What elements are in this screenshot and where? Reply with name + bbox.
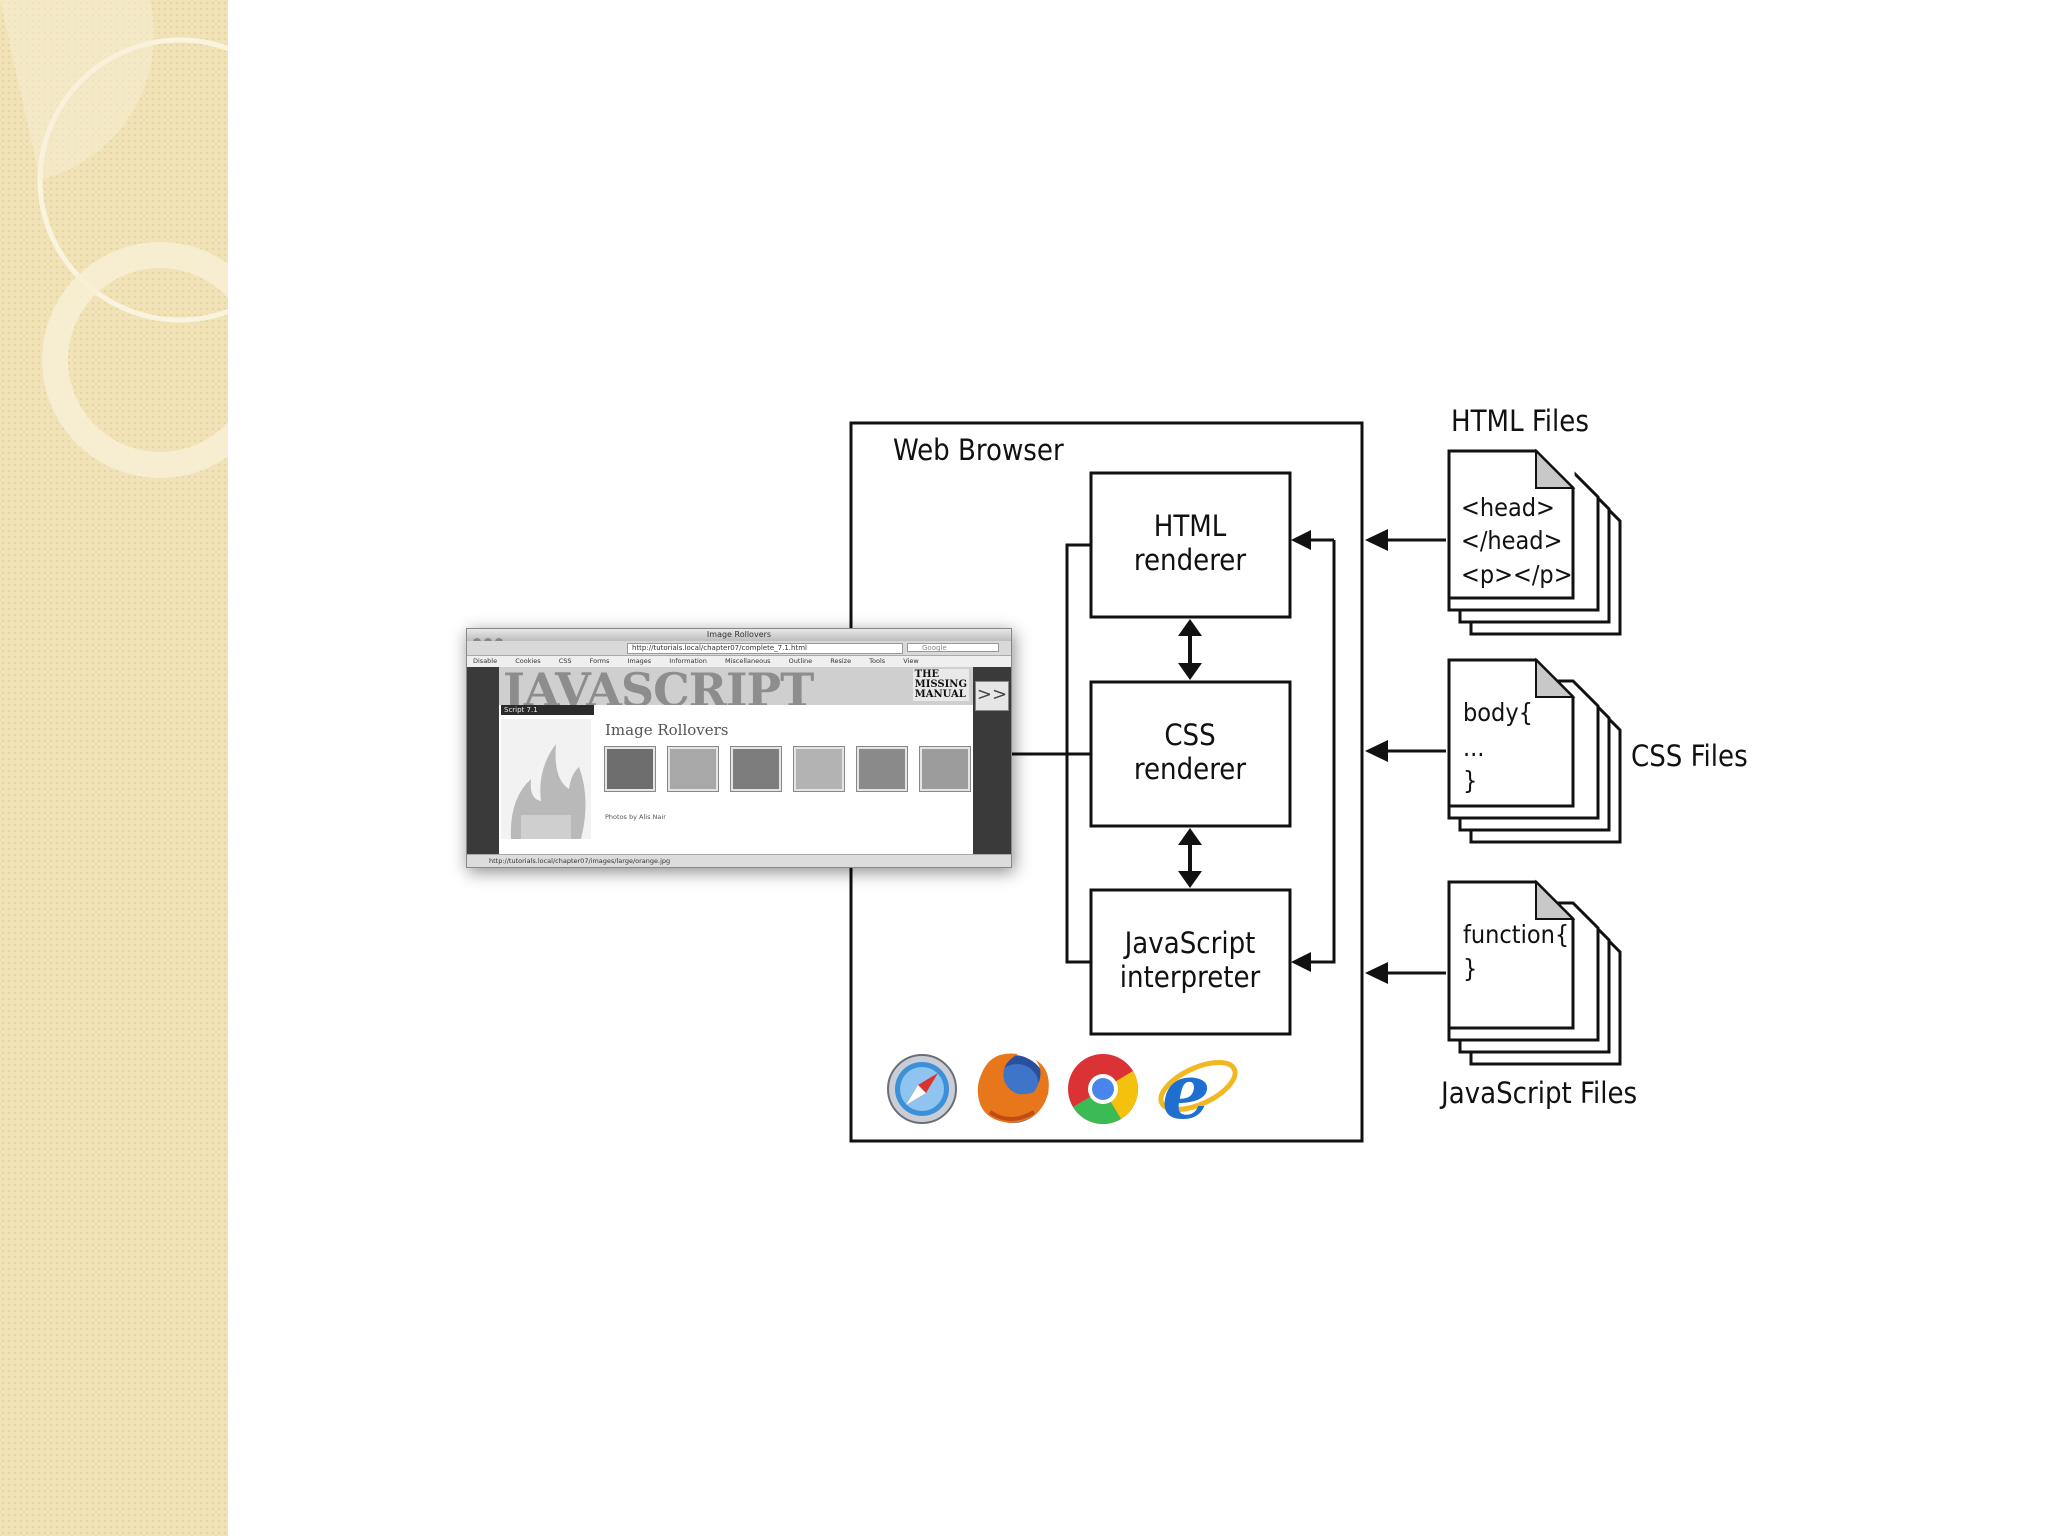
bookmark-item: Tools (869, 657, 886, 665)
bookmark-item: Resize (830, 657, 852, 665)
html-files-arrowhead (1365, 529, 1388, 551)
html-renderer-label-2: renderer (1134, 543, 1246, 577)
thumbnail-row (605, 747, 978, 795)
flame-illustration (501, 719, 591, 839)
css-js-double-arrow (1178, 828, 1202, 888)
browser-screenshot: Image Rollovers http://tutorials.local/c… (466, 628, 1012, 868)
page-banner: JAVASCRIPT THE MISSING MANUAL (499, 667, 973, 705)
bookmark-item: Outline (788, 657, 813, 665)
bookmark-item: View (903, 657, 919, 665)
html-renderer-label-1: HTML (1154, 509, 1227, 543)
html-in-arrowhead (1291, 530, 1311, 550)
html-files-label: HTML Files (1451, 404, 1589, 438)
html-file-line-3: <p></p> (1461, 560, 1573, 589)
bookmark-item: Miscellaneous (725, 657, 771, 665)
js-files-label: JavaScript Files (1439, 1076, 1637, 1110)
thumbnail-image (920, 747, 971, 791)
internet-explorer-icon: e (1158, 1047, 1238, 1136)
bookmark-item: Forms (589, 657, 610, 665)
screenshot-window-title: Image Rollovers (706, 630, 772, 639)
css-file-stack-icon (1447, 657, 1622, 844)
js-interpreter-label-2: interpreter (1120, 960, 1261, 994)
photo-credit: Photos by Alis Nair (605, 813, 666, 821)
screenshot-url-bar: http://tutorials.local/chapter07/complet… (627, 643, 903, 654)
banner-title: JAVASCRIPT (503, 667, 814, 705)
css-file-line-3: } (1463, 766, 1477, 795)
chrome-icon (1068, 1054, 1138, 1124)
tagline-line: MANUAL (914, 689, 966, 700)
web-browser-label: Web Browser (893, 433, 1064, 467)
screenshot-page-content: JAVASCRIPT THE MISSING MANUAL >> Script … (467, 667, 1011, 855)
html-css-double-arrow (1178, 619, 1202, 680)
thumbnail-image (857, 747, 908, 791)
js-file-line-2: } (1463, 954, 1477, 983)
bookmark-item: CSS (558, 657, 572, 665)
page-heading: Image Rollovers (605, 721, 729, 739)
banner-tagline: THE MISSING MANUAL (912, 669, 969, 701)
sidebar-rings-decoration (0, 0, 228, 478)
next-arrows-button: >> (975, 681, 1009, 711)
bookmark-item: Cookies (515, 657, 541, 665)
tagline-line: THE (914, 669, 940, 680)
js-file-line-1: function{ (1463, 920, 1569, 949)
javascript-interpreter-box (1089, 888, 1292, 1036)
js-files-arrowhead (1365, 962, 1388, 984)
thumbnail-image (668, 747, 719, 791)
js-interpreter-label-1: JavaScript (1123, 926, 1256, 960)
bookmark-item: Information (669, 657, 707, 665)
input-distribution-line (1300, 540, 1336, 964)
thumbnail-image (605, 747, 655, 791)
screenshot-bookmarks-bar: Disable Cookies CSS Forms Images Informa… (467, 656, 1011, 668)
js-file-stack-icon (1447, 879, 1622, 1066)
html-file-line-1: <head> (1461, 493, 1555, 522)
firefox-icon (977, 1053, 1049, 1123)
css-renderer-label-2: renderer (1134, 752, 1246, 786)
bookmark-item: Disable (473, 657, 498, 665)
css-files-label: CSS Files (1631, 739, 1748, 773)
js-in-arrowhead (1291, 952, 1311, 972)
thumbnail-image (794, 747, 845, 791)
script-number-tag: Script 7.1 (501, 705, 594, 715)
html-file-line-2: </head> (1461, 526, 1562, 555)
page-left-gutter (467, 667, 499, 855)
svg-text:e: e (1162, 1047, 1210, 1136)
screenshot-status-bar: http://tutorials.local/chapter07/images/… (467, 854, 1011, 867)
decorative-sidebar (0, 0, 228, 1536)
css-file-line-2: ... (1463, 733, 1484, 762)
screenshot-search-field: Google (907, 643, 999, 652)
tagline-line: MISSING (914, 679, 967, 690)
thumbnail-image (731, 747, 782, 791)
bookmark-item: Images (627, 657, 652, 665)
css-renderer-label-1: CSS (1164, 718, 1215, 752)
safari-icon (887, 1054, 957, 1124)
screenshot-titlebar: Image Rollovers (467, 629, 1011, 646)
screenshot-toolbar: http://tutorials.local/chapter07/complet… (467, 641, 1011, 656)
css-file-line-1: body{ (1463, 698, 1533, 727)
css-files-arrowhead (1365, 740, 1388, 762)
html-file-stack-icon (1447, 448, 1622, 636)
